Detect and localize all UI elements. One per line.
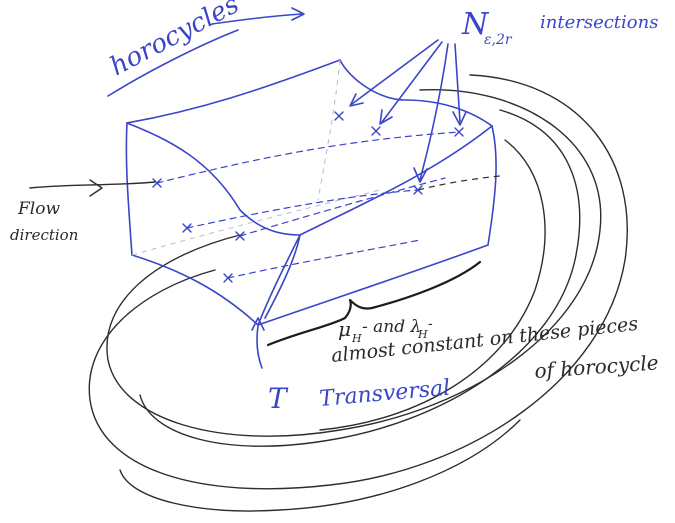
measures-mu-sub: H [351,332,362,345]
transversal-symbol: T [268,382,289,415]
flow-label-line1: Flow [17,199,60,219]
pointer-arrow-3 [419,43,449,181]
pointer-arrow-3-head [413,167,428,183]
horocycle-piece-1 [156,131,461,184]
flow-label-line2: direction [10,226,78,244]
intersection-mark [371,126,381,136]
measures-mu: μ [338,317,351,341]
flow-orbit-loops [88,74,628,512]
horocycle-piece-brace [266,260,482,347]
intersection-mark [223,273,233,283]
transversal-arrow-head [251,317,265,331]
flow-direction-head [89,179,103,197]
pointer-arrow-2 [381,41,443,123]
intersection-mark [454,127,464,137]
flow-direction-arrow [29,179,156,197]
intersection-marks [152,111,464,283]
flow-box-top-front-edge-2 [299,125,493,236]
intersections-subscript: ε,2r [484,32,513,48]
horocycle-piece-5 [417,175,501,191]
of-horocycle-label: of horocycle [534,350,660,383]
horocycles-underline [107,29,239,97]
horocycle-piece-4 [227,239,421,279]
flow-box-right-edge [487,125,497,246]
pointer-arrow-1 [351,39,439,105]
flow-box-top-right-edge [339,59,493,127]
intersection-pointer-arrows [349,39,467,183]
intersection-mark [235,231,245,241]
pointer-arrow-2-head [379,109,393,125]
pointer-arrow-4-head [452,111,467,126]
measures-tail: - [428,316,433,332]
intersection-mark [152,178,162,188]
flow-box [125,59,501,326]
flow-box-top-back-edge [126,59,341,124]
flow-orbit-loop-2 [88,74,628,490]
flow-box-bottom-front-edge [257,244,489,326]
measures-lambda-sub: H [417,328,428,341]
flow-orbit-loop-5 [119,419,521,512]
horocycle-piece-3 [239,177,446,237]
transversal-label: Transversal [318,376,451,412]
flow-box-inner-curve [264,234,301,319]
transversal-marker [251,317,265,369]
transversal-line [256,325,263,369]
horocycles-arrow-head [291,7,305,21]
horocycles-label: horocycles [105,0,244,82]
horocycles-arrow-shaft [211,13,303,25]
flow-orbit-loop-4 [319,139,546,431]
flow-box-left-edge [125,122,133,256]
flow-direction-shaft [29,181,156,189]
intersection-mark [182,223,192,233]
pointer-arrow-4 [454,43,461,123]
horocycles-arrow [107,7,305,97]
labels: horocycles N ε,2r intersections Flow dir… [10,0,659,415]
flow-box-front-edge [257,234,301,326]
intersection-mark [413,185,423,195]
measures-and-lambda: - and λ [362,317,421,337]
intersections-symbol: N [461,7,490,42]
flow-box-bottom-left-edge [131,254,259,326]
intersection-mark [334,111,344,121]
horocycle-piece-2 [186,189,419,229]
flow-orbit-loop-3 [139,109,581,447]
flow-box-top-front-edge [126,122,301,236]
intersections-label: intersections [540,12,658,33]
flow-orbit-loop-1 [106,89,602,437]
pointer-arrow-1-head [349,93,364,107]
flow-box-hidden-edge-1 [317,59,341,201]
